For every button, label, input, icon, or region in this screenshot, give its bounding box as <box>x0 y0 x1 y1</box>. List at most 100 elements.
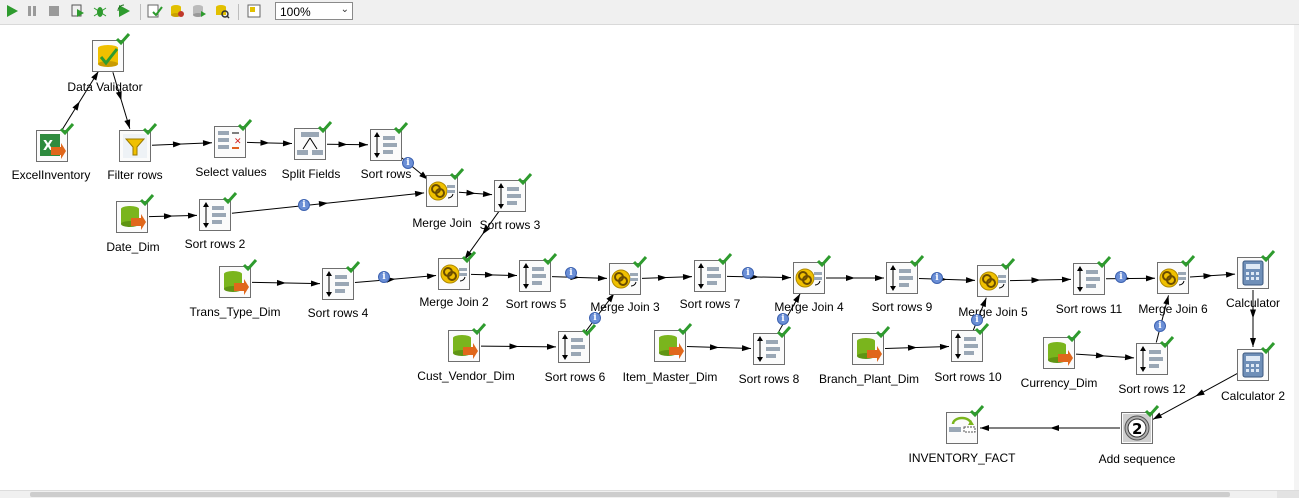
success-check-icon <box>139 193 155 207</box>
step-sort-rows-7[interactable] <box>694 253 733 292</box>
explore-db-icon[interactable] <box>214 3 230 19</box>
hop-arrow-icon <box>546 343 557 350</box>
step-merge-join-2[interactable] <box>438 251 477 290</box>
step-branch-plant-dim[interactable] <box>852 326 891 365</box>
success-check-icon <box>969 404 985 418</box>
stop-icon[interactable] <box>46 3 62 19</box>
hop-arrow-icon <box>124 119 131 129</box>
transformation-toolbar: 100% ⌄ <box>0 0 1299 25</box>
hop-info-icon[interactable]: i <box>378 271 390 283</box>
step-sort-rows-3[interactable] <box>494 173 533 212</box>
hop-info-icon[interactable]: i <box>565 267 577 279</box>
debug-icon[interactable] <box>92 3 108 19</box>
scrollbar-corner <box>1277 491 1299 498</box>
step-sort-rows-5[interactable] <box>519 253 558 292</box>
success-check-icon <box>1260 249 1276 263</box>
step-merge-join[interactable] <box>426 168 465 207</box>
step-sort-rows-9[interactable] <box>886 255 925 294</box>
vertical-scrollbar[interactable] <box>1294 25 1299 490</box>
hop-info-icon[interactable]: i <box>589 312 601 324</box>
hop-info-icon[interactable]: i <box>931 272 943 284</box>
hop-arrow-icon <box>338 141 348 148</box>
show-results-icon[interactable] <box>246 3 262 19</box>
step-currency-dim[interactable] <box>1043 330 1082 369</box>
preview-icon[interactable] <box>70 3 86 19</box>
hop-arrow-icon <box>1050 425 1059 431</box>
hop-arrow-icon <box>907 344 918 351</box>
step-merge-join-3[interactable] <box>609 256 648 295</box>
success-check-icon <box>471 322 487 336</box>
step-calculator[interactable] <box>1237 250 1276 289</box>
svg-text:✕: ✕ <box>234 137 242 147</box>
hop-line[interactable] <box>1075 353 1135 359</box>
success-check-icon <box>581 323 597 337</box>
step-sort-rows-11[interactable] <box>1073 256 1112 295</box>
step-date-dim[interactable] <box>116 194 155 233</box>
step-merge-join-4[interactable] <box>793 255 832 294</box>
step-sort-rows-10[interactable] <box>951 323 990 362</box>
success-check-icon <box>632 255 648 269</box>
hop-info-icon[interactable]: i <box>298 199 310 211</box>
hop-line[interactable] <box>151 142 213 146</box>
step-sort-rows-4[interactable] <box>322 261 361 300</box>
pause-icon[interactable] <box>24 3 40 19</box>
step-filter-rows[interactable] <box>119 123 158 162</box>
step-sort-rows[interactable] <box>370 122 409 161</box>
success-check-icon <box>449 167 465 181</box>
sql-icon[interactable] <box>191 3 207 19</box>
hop-arrow-icon <box>1145 275 1156 282</box>
success-check-icon <box>142 122 158 136</box>
success-check-icon <box>875 325 891 339</box>
step-label: Sort rows 5 <box>505 297 567 311</box>
step-sort-rows-2[interactable] <box>199 192 238 231</box>
impact-icon[interactable] <box>169 3 185 19</box>
verify-icon[interactable] <box>147 3 163 19</box>
scrollbar-thumb[interactable] <box>30 492 1230 497</box>
step-split-fields[interactable] <box>294 121 333 160</box>
zoom-select[interactable]: 100% ⌄ <box>275 2 353 20</box>
hop-arrow-icon <box>163 213 174 220</box>
hop-arrow-icon <box>1152 412 1163 420</box>
step-add-sequence[interactable]: 2 <box>1121 405 1160 444</box>
step-label: Data Validator <box>67 80 143 94</box>
step-select-values[interactable]: ✕ <box>214 119 253 158</box>
step-calculator-2[interactable] <box>1237 342 1276 381</box>
zoom-value: 100% <box>280 5 311 19</box>
chevron-down-icon: ⌄ <box>340 4 349 15</box>
hop-arrow-icon <box>358 141 369 148</box>
hop-arrow-icon <box>939 343 950 350</box>
hop-info-icon[interactable]: i <box>777 313 789 325</box>
hop-info-icon[interactable]: i <box>1154 320 1166 332</box>
replay-icon[interactable] <box>116 3 132 19</box>
step-excel-inventory[interactable]: X <box>36 123 75 162</box>
step-sort-rows-12[interactable] <box>1136 336 1175 375</box>
step-cust-vendor-dim[interactable] <box>448 323 487 362</box>
hop-arrow-icon <box>875 275 884 281</box>
step-data-validator[interactable] <box>92 33 131 72</box>
step-sort-rows-8[interactable] <box>753 326 792 365</box>
hop-info-icon[interactable]: i <box>742 267 754 279</box>
hop-info-icon[interactable]: i <box>971 314 983 326</box>
hop-info-icon[interactable]: i <box>1115 271 1127 283</box>
hop-arrow-icon <box>709 344 720 351</box>
hop-info-icon[interactable]: i <box>402 157 414 169</box>
hop-line[interactable] <box>1009 278 1072 282</box>
success-check-icon <box>317 120 333 134</box>
step-sort-rows-6[interactable] <box>558 324 597 363</box>
step-label: Sort rows 6 <box>544 370 606 384</box>
step-item-master-dim[interactable] <box>654 323 693 362</box>
hop-arrow-icon <box>115 91 122 101</box>
step-merge-join-5[interactable] <box>977 258 1016 297</box>
hop-arrow-icon <box>1095 352 1106 359</box>
hop-line[interactable] <box>726 275 792 279</box>
hop-arrow-icon <box>414 190 425 197</box>
step-merge-join-6[interactable] <box>1157 255 1196 294</box>
toolbar-separator <box>238 4 239 20</box>
horizontal-scrollbar[interactable] <box>0 490 1299 498</box>
step-inventory-fact[interactable] <box>946 405 985 444</box>
step-trans-type-dim[interactable] <box>219 259 258 298</box>
success-check-icon <box>1144 404 1160 418</box>
run-icon[interactable] <box>4 3 20 19</box>
hop-arrow-icon <box>172 141 183 148</box>
